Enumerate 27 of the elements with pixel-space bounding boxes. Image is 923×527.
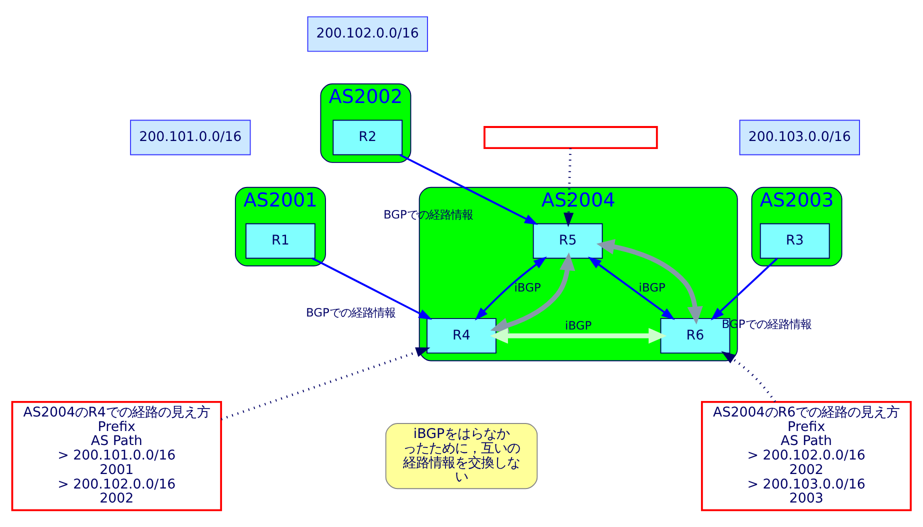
node-box: AS2004のR6での経路の見え方 Prefix AS Path > 200.102.0.0/16 2002 > 200.103.0.0/16 2003 [700,400,912,512]
arrow [710,258,778,320]
node-box: R5 [532,223,603,259]
arrow [312,258,432,320]
edge-label: iBGP [565,318,592,333]
arrow [220,347,430,420]
arrow [564,148,574,228]
arrow [588,256,675,320]
node-box [484,126,658,150]
arrow [596,239,703,324]
node-box: 200.101.0.0/16 [130,120,251,156]
node-box: 200.102.0.0/16 [307,16,428,52]
node-box: R4 [426,318,496,354]
arrow [399,154,538,225]
edge-label: BGPでの経路情報 [306,305,396,320]
node-box: R2 [332,120,403,156]
arrow [490,328,667,344]
arrow [490,252,576,334]
node-box: R1 [245,223,316,259]
node-box: R3 [760,223,830,259]
edge-label: iBGP [514,280,541,294]
edge-label: iBGP [638,280,666,294]
arrow [721,351,776,402]
node-box: AS2004のR4での経路の見え方 Prefix AS Path > 200.101.0.0/16 2001 > 200.102.0.0/16 2002 [11,400,222,512]
arrow [474,256,547,320]
node-box: 200.103.0.0/16 [739,120,860,156]
node-box: iBGPをはらなかったために，互いの経路情報を交換しない [385,423,538,490]
